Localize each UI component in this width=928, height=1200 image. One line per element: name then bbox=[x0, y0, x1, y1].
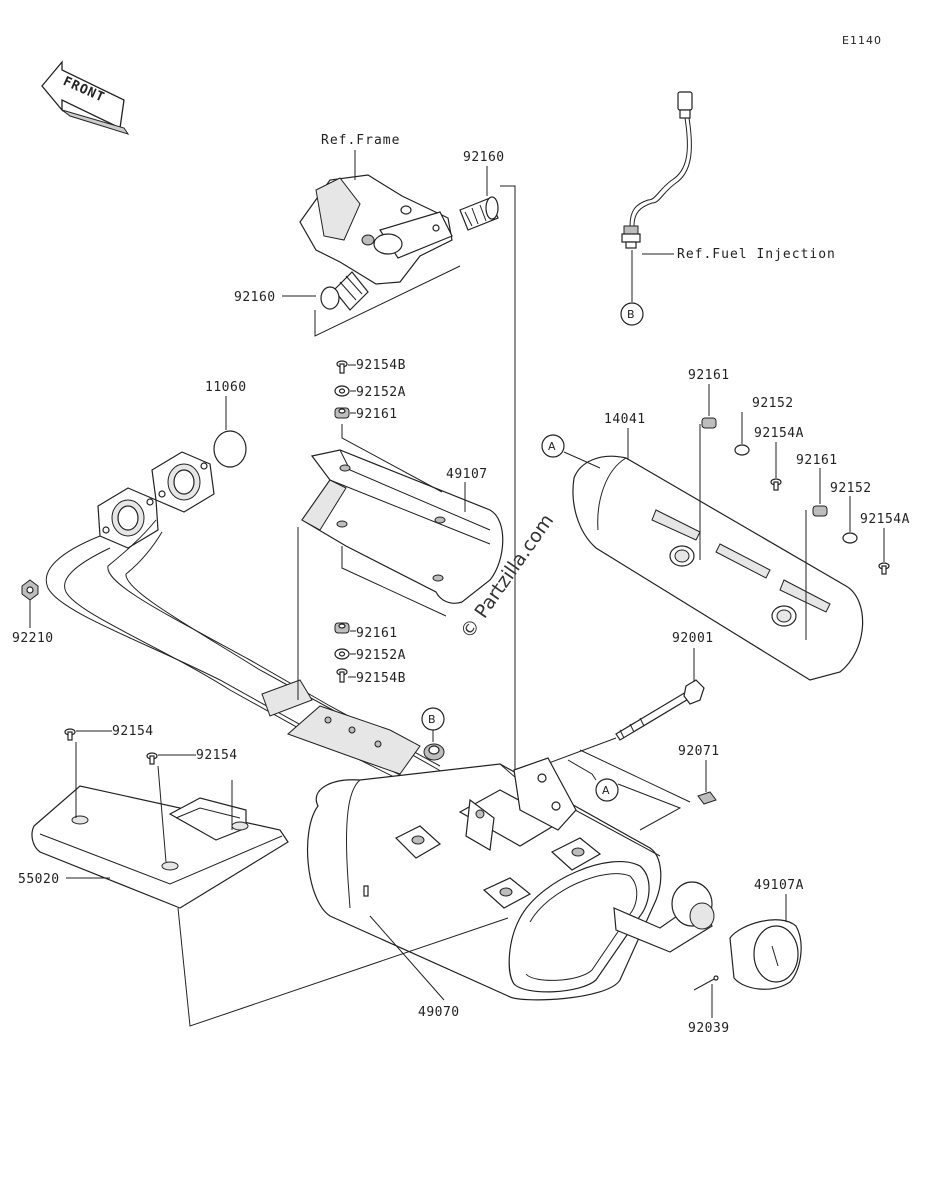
frame-bracket bbox=[299, 174, 453, 285]
ref-fuel-injection-label: Ref.Fuel Injection bbox=[677, 247, 836, 262]
part-11060: 11060 bbox=[205, 380, 247, 395]
screw-92154-b bbox=[146, 752, 158, 765]
gasket-ring bbox=[213, 430, 247, 468]
o2-sensor bbox=[621, 91, 693, 249]
muffler-49070 bbox=[306, 757, 662, 1001]
part-49107A: 49107A bbox=[754, 878, 804, 893]
part-92001: 92001 bbox=[672, 631, 714, 646]
part-92152-r2: 92152 bbox=[830, 481, 872, 496]
bolt-92154B-top bbox=[336, 360, 348, 374]
heat-cover-14041 bbox=[572, 455, 864, 681]
collar-92161-top bbox=[334, 407, 350, 419]
callout-a-top-label: A bbox=[548, 440, 557, 453]
part-92154B-top: 92154B bbox=[356, 358, 406, 373]
bolt-92154A-r2 bbox=[878, 562, 890, 575]
collar-92161-r1 bbox=[701, 417, 717, 429]
diagram-code: E1140 bbox=[842, 34, 882, 47]
callout-a-mid-label: A bbox=[602, 784, 611, 797]
callout-a-top bbox=[541, 434, 565, 458]
part-92039: 92039 bbox=[688, 1021, 730, 1036]
exhaust-flange-lower bbox=[97, 487, 159, 549]
callout-a-mid bbox=[595, 778, 619, 802]
part-92154-b: 92154 bbox=[196, 748, 238, 763]
nut-92210 bbox=[21, 579, 39, 601]
washer-92152A-top bbox=[334, 385, 350, 397]
part-49107: 49107 bbox=[446, 467, 488, 482]
tail-pipe bbox=[613, 881, 715, 953]
damper-upper bbox=[459, 196, 499, 231]
part-92152-r1: 92152 bbox=[752, 396, 794, 411]
part-92160-left: 92160 bbox=[234, 290, 276, 305]
bolt-92154B-bot bbox=[336, 668, 348, 683]
part-92210: 92210 bbox=[12, 631, 54, 646]
washer-92152-r1 bbox=[734, 444, 750, 456]
part-92161-r2: 92161 bbox=[796, 453, 838, 468]
exhaust-header-pipes bbox=[45, 519, 447, 801]
end-cap-49107A bbox=[729, 919, 802, 990]
part-92152A-bot: 92152A bbox=[356, 648, 406, 663]
part-92154A-r2: 92154A bbox=[860, 512, 910, 527]
part-92160-top: 92160 bbox=[463, 150, 505, 165]
heat-cover-49107 bbox=[301, 449, 504, 604]
heat-guard-55020 bbox=[31, 785, 289, 909]
part-92161-top: 92161 bbox=[356, 407, 398, 422]
damper-lower bbox=[320, 271, 369, 311]
part-92154B-bot: 92154B bbox=[356, 671, 406, 686]
part-92152A-top: 92152A bbox=[356, 385, 406, 400]
collar-92161-r2 bbox=[812, 505, 828, 517]
part-92161-r1: 92161 bbox=[688, 368, 730, 383]
part-49070: 49070 bbox=[418, 1005, 460, 1020]
washer-92152A-bot bbox=[334, 648, 350, 660]
part-92161-mid: 92161 bbox=[356, 626, 398, 641]
part-55020: 55020 bbox=[18, 872, 60, 887]
screw-92154-a bbox=[64, 728, 76, 741]
callout-b-top bbox=[620, 302, 644, 326]
o2-sensor-boss bbox=[423, 743, 445, 761]
clip-92071 bbox=[697, 791, 717, 805]
front-arrow-icon: FRONT bbox=[41, 60, 130, 135]
callout-b-top-label: B bbox=[627, 308, 636, 321]
part-92154A-r1: 92154A bbox=[754, 426, 804, 441]
part-92154-a: 92154 bbox=[112, 724, 154, 739]
ref-frame-label: Ref.Frame bbox=[321, 133, 400, 148]
washer-92152-r2 bbox=[842, 532, 858, 544]
exhaust-flange-upper bbox=[151, 451, 215, 513]
part-14041: 14041 bbox=[604, 412, 646, 427]
part-92071: 92071 bbox=[678, 744, 720, 759]
bolt-92154A-r1 bbox=[770, 478, 782, 491]
pin-92039 bbox=[693, 975, 719, 991]
bolt-92001 bbox=[615, 679, 705, 741]
callout-b-mid-label: B bbox=[428, 713, 437, 726]
collar-92161-mid bbox=[334, 622, 350, 634]
